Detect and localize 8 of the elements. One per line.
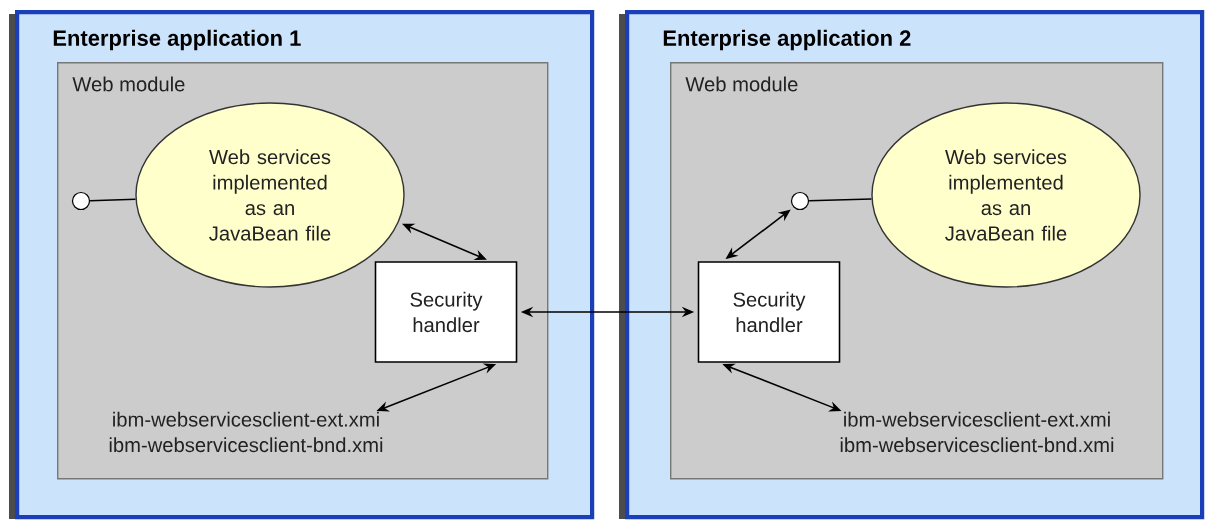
- port-circle: [790, 191, 810, 211]
- handler-box: Security handler: [697, 261, 841, 363]
- file-names: ibm-webservicesclient-ext.xmi ibm-webservicesclient-bnd.xmi: [840, 411, 1114, 453]
- connector-line: [89, 198, 137, 202]
- handler-box: Security handler: [374, 261, 518, 363]
- file-names: ibm-webservicesclient-ext.xmi ibm-webservicesclient-bnd.xmi: [109, 411, 383, 453]
- connector-line: [808, 198, 873, 202]
- port-circle: [71, 191, 91, 211]
